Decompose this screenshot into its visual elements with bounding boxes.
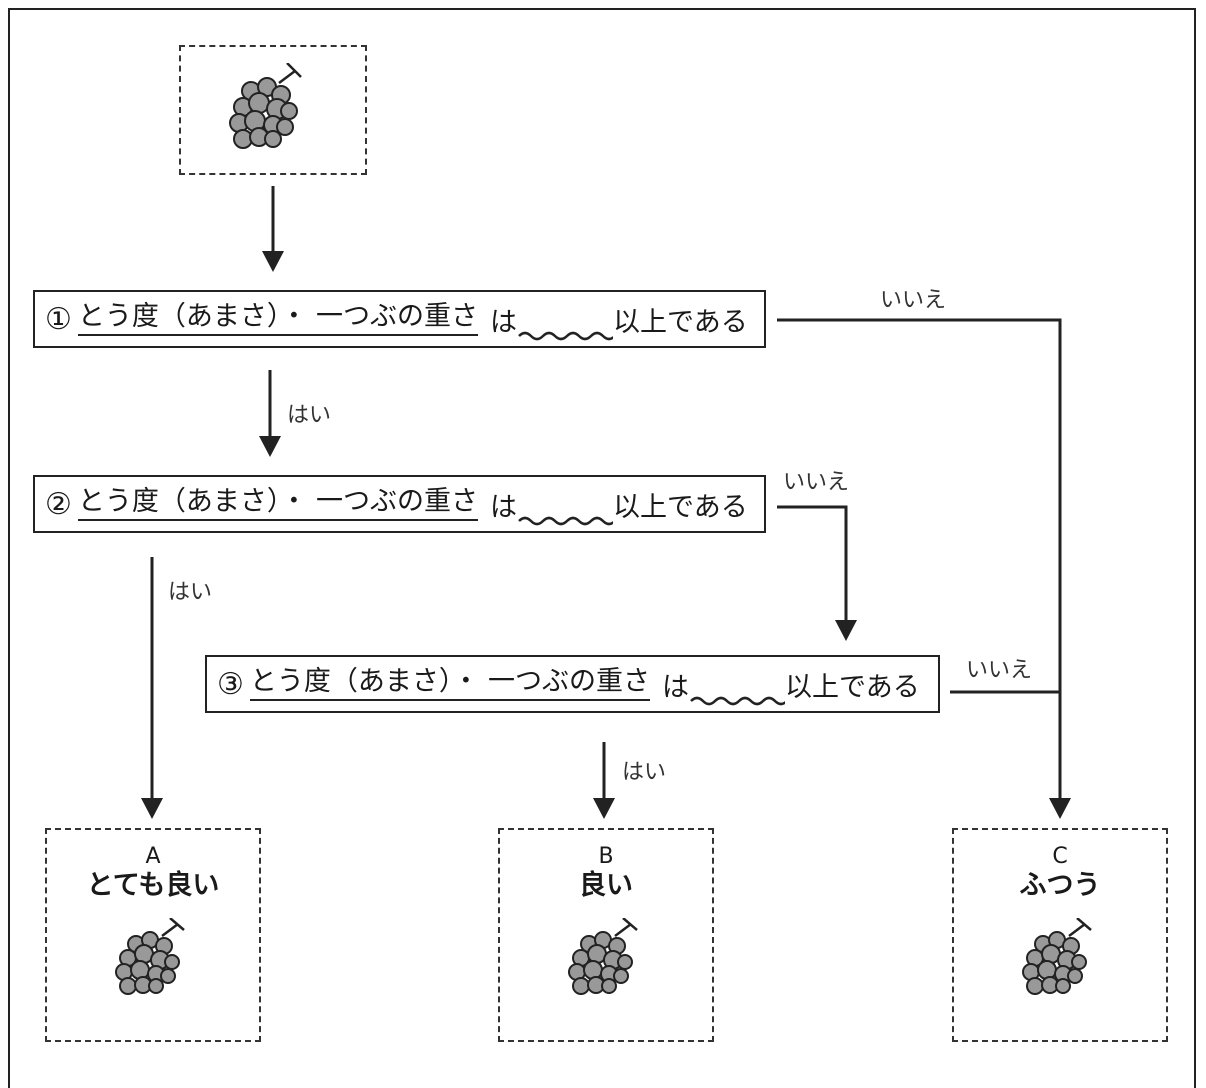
no-label-3: いいえ — [966, 658, 1033, 683]
grape-icon — [1022, 917, 1092, 995]
result-name: ふつう — [1019, 870, 1101, 901]
result-box-b: B 良い — [498, 828, 714, 1042]
result-letter: A — [145, 844, 161, 869]
diagram-frame — [8, 8, 1196, 1088]
condition-number: ② — [45, 486, 72, 522]
result-box-c: C ふつう — [952, 828, 1168, 1042]
grape-icon — [229, 63, 302, 149]
yes-label-2: はい — [168, 580, 213, 605]
condition-box-1: ① とう度（あまさ）・ 一つぶの重さ は 以上である — [33, 290, 766, 348]
no-label-1: いいえ — [880, 288, 947, 313]
blank-wavy — [689, 669, 785, 706]
condition-suffix: 以上である — [613, 306, 748, 338]
condition-is: は — [490, 306, 517, 338]
condition-suffix: 以上である — [785, 671, 920, 703]
yes-label-1: はい — [287, 403, 332, 428]
blank-wavy — [517, 489, 613, 526]
condition-is: は — [490, 491, 517, 523]
result-letter: B — [598, 844, 614, 869]
condition-number: ① — [45, 301, 72, 337]
condition-is: は — [662, 671, 689, 703]
grape-icon — [115, 917, 185, 995]
yes-label-3: はい — [622, 760, 667, 785]
no-label-2: いいえ — [783, 470, 850, 495]
result-letter: C — [1052, 844, 1068, 869]
condition-suffix: 以上である — [613, 491, 748, 523]
blank-wavy — [517, 304, 613, 341]
condition-number: ③ — [217, 666, 244, 702]
condition-criterion: とう度（あまさ）・ 一つぶの重さ — [77, 487, 478, 521]
result-name: 良い — [579, 870, 633, 901]
condition-criterion: とう度（あまさ）・ 一つぶの重さ — [249, 667, 650, 701]
condition-criterion: とう度（あまさ）・ 一つぶの重さ — [77, 302, 478, 336]
result-box-a: A とても良い — [45, 828, 261, 1042]
start-box — [179, 45, 367, 175]
condition-box-2: ② とう度（あまさ）・ 一つぶの重さ は 以上である — [33, 475, 766, 533]
grape-icon — [568, 917, 638, 995]
result-name: とても良い — [86, 870, 220, 901]
condition-box-3: ③ とう度（あまさ）・ 一つぶの重さ は 以上である — [205, 655, 940, 713]
